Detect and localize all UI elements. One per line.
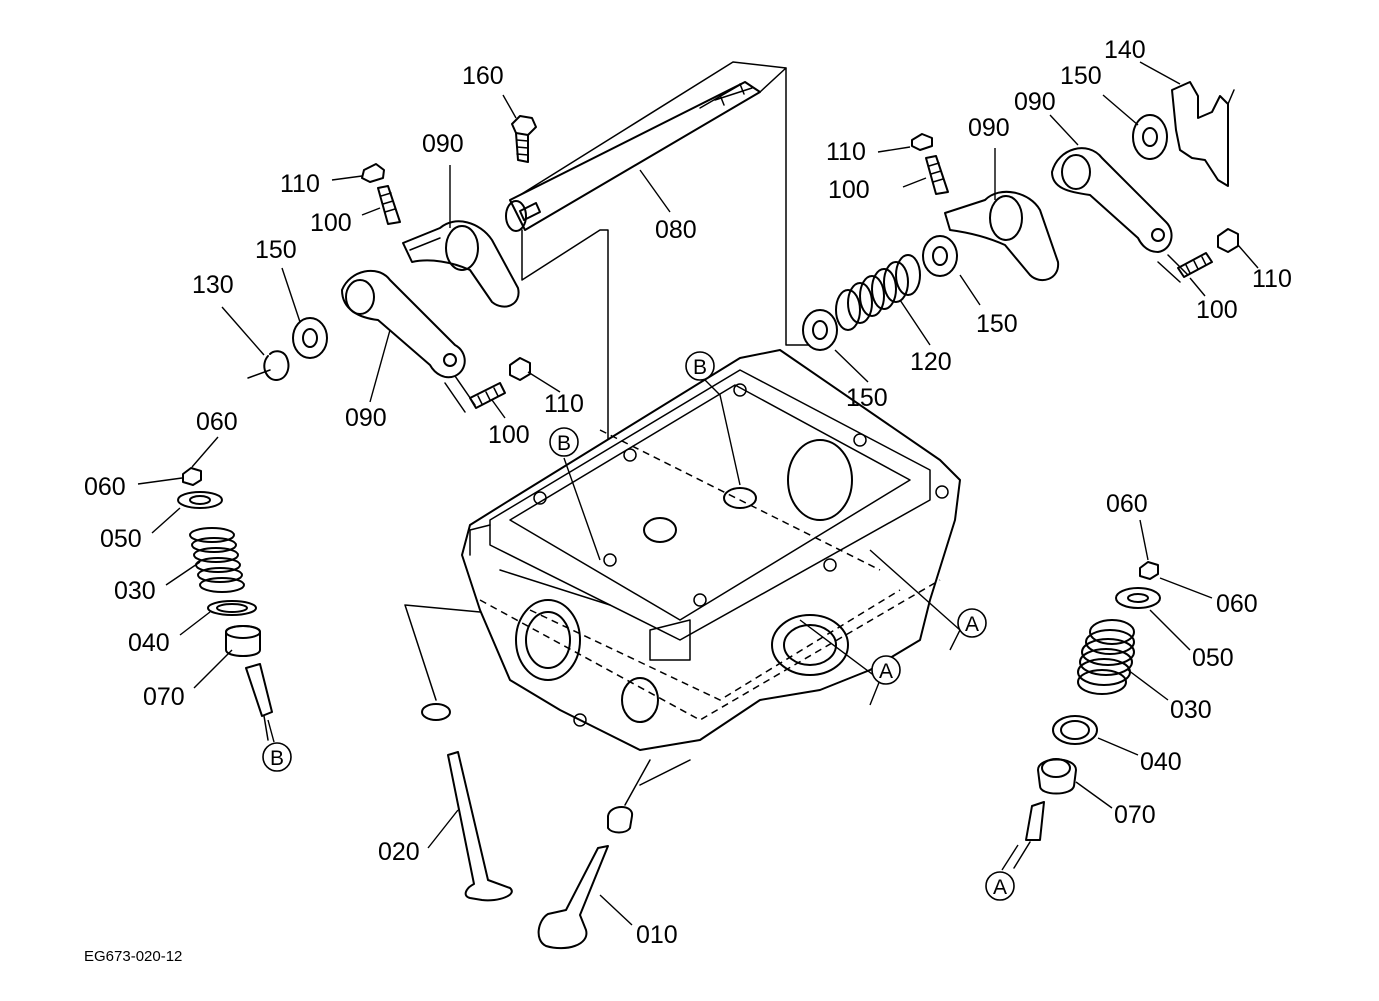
label-110-left-upper: 110 [280,170,320,198]
adjust-screw-left-upper [361,163,401,225]
adjust-screw-right-lower [1157,228,1239,283]
ref-mark-b-mid: B [549,427,579,457]
adjust-screw-right-upper [911,133,949,195]
spring-120 [835,254,921,331]
label-090-mid-right: 090 [968,114,1010,142]
label-100-right-lower: 100 [1196,296,1238,324]
svg-text:A: A [879,660,893,683]
part-labels: 160 080 140 150 090 090 110 100 110 100 … [84,36,1292,949]
washer-150-lower-right [802,309,838,351]
label-060-right: 060 [1216,590,1258,618]
label-090-top-left: 090 [422,130,464,158]
label-090-top-right: 090 [1014,88,1056,116]
washer-150-mid-right [922,235,958,277]
svg-text:B: B [557,432,571,455]
ref-mark-a-mid: A [871,655,901,685]
shaft-guide-lines [519,61,813,541]
label-130: 130 [192,271,234,299]
label-120: 120 [910,348,952,376]
ref-mark-b-top: B [685,351,715,381]
label-100-right-upper: 100 [828,176,870,204]
label-110-right-upper: 110 [826,138,866,166]
label-070-left: 070 [143,683,185,711]
rocker-shaft [505,81,761,232]
reference-marks: B B B A A A [262,351,1015,901]
rocker-arm-right-upper [1051,147,1173,253]
label-020: 020 [378,838,420,866]
label-050-left: 050 [100,525,142,553]
label-040-left: 040 [128,629,170,657]
svg-text:B: B [270,747,284,770]
rocker-arm-left-lower [341,270,466,379]
rocker-arm-left-upper [402,220,520,308]
label-100-left-lower: 100 [488,421,530,449]
label-030-right: 030 [1170,696,1212,724]
bolt-160 [511,115,537,163]
label-090-bottom-left: 090 [345,404,387,432]
label-050-right: 050 [1192,644,1234,672]
label-150-top-right: 150 [1060,62,1102,90]
label-100-left-upper: 100 [310,209,352,237]
label-110-right-lower: 110 [1252,265,1292,293]
label-070-right: 070 [1114,801,1156,829]
label-010: 010 [636,921,678,949]
adjust-screw-left-lower [444,357,531,413]
label-140: 140 [1104,36,1146,64]
svg-text:A: A [993,876,1007,899]
valve-010 [537,759,691,950]
ref-mark-b-left: B [262,742,292,772]
svg-text:A: A [965,613,979,636]
label-060-right-top: 060 [1106,490,1148,518]
valve-stack-right [1013,561,1161,869]
label-060-left-top: 060 [196,408,238,436]
label-150-lower-right: 150 [846,384,888,412]
label-040-right: 040 [1140,748,1182,776]
washer-150-left [292,317,328,359]
ref-mark-a-bottom: A [985,871,1015,901]
svg-text:B: B [693,356,707,379]
label-160: 160 [462,62,504,90]
label-080: 080 [655,216,697,244]
label-110-left-lower: 110 [544,390,584,418]
drawing-code: EG673-020-12 [84,948,182,965]
valve-020 [404,604,513,902]
cylinder-head [461,349,961,751]
clip-130 [247,350,290,381]
part-label-leaders [137,61,1259,926]
label-060-left: 060 [84,473,126,501]
label-030-left: 030 [114,577,156,605]
rocker-arm-right-mid [944,190,1060,282]
label-150-mid-right: 150 [976,310,1018,338]
label-150-left: 150 [255,236,297,264]
valve-stack-left [177,467,273,741]
washer-150-top-right [1132,114,1168,160]
ref-mark-a-right: A [957,608,987,638]
bracket-140 [1171,81,1235,187]
